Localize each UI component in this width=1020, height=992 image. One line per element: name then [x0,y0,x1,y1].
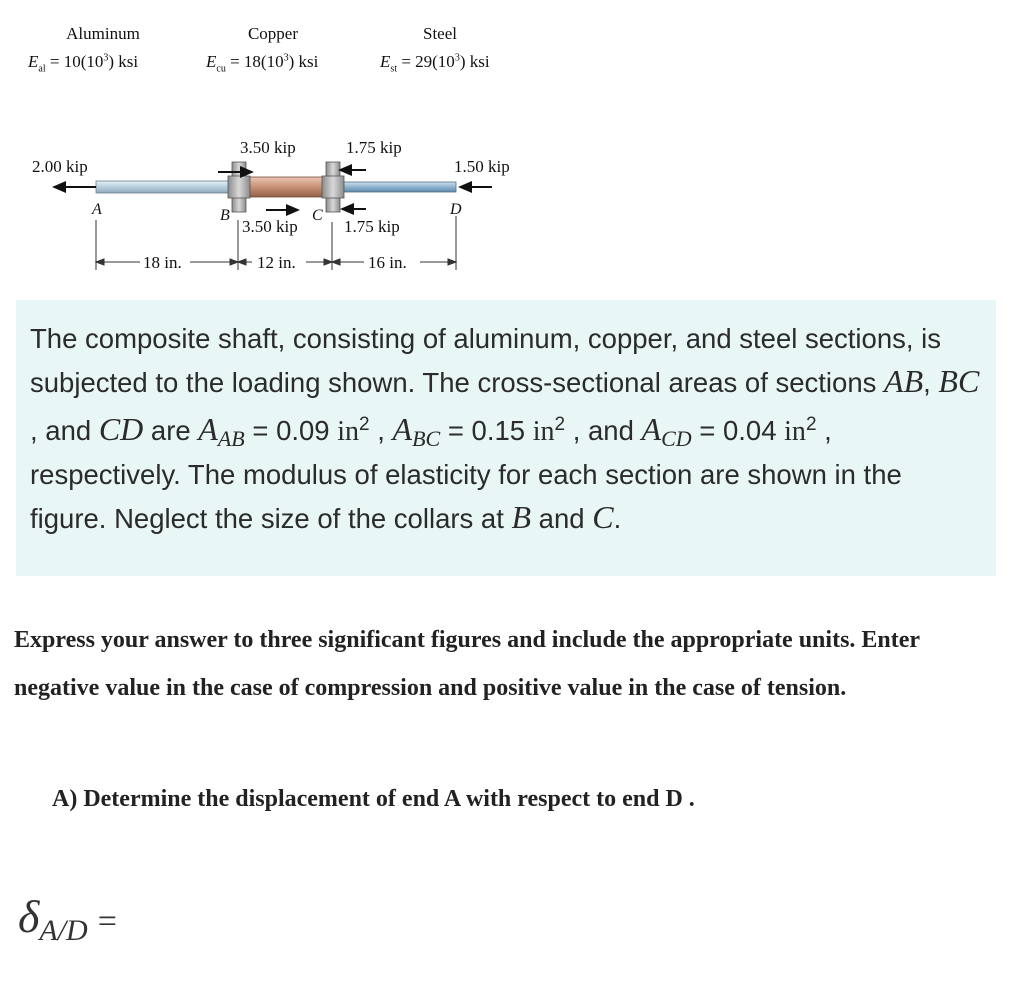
load-arrow-b-bottom [266,204,300,216]
load-arrow-c-bottom [340,203,366,215]
modulus-aluminum: Eal = 10(103) ksi [28,52,139,75]
modulus-steel: Est = 29(103) ksi [380,52,490,75]
load-label-b-bottom: 3.50 kip [242,217,298,236]
point-label-c: C [312,207,323,224]
part-a-question: A) Determine the displacement of end A w… [52,786,695,812]
point-label-b: B [220,207,230,224]
answer-row[interactable]: δA/D = [18,890,117,950]
dim-label-cd: 16 in. [368,253,407,272]
segment-cd-steel [339,181,457,193]
collar-c [321,161,345,213]
load-arrow-d [458,181,492,193]
material-name-aluminum: Aluminum [66,24,140,43]
problem-statement: The composite shaft, consisting of alumi… [30,323,980,536]
segment-bc-copper [245,176,329,198]
load-arrow-a [52,181,96,193]
point-label-d: D [449,201,462,218]
material-name-steel: Steel [423,24,457,43]
dim-label-bc: 12 in. [257,253,296,272]
shaft-figure: Aluminum Eal = 10(103) ksi Copper Ecu = … [0,0,560,290]
modulus-copper: Ecu = 18(103) ksi [206,52,319,75]
answer-symbol: δ [18,891,40,942]
answer-equals: = [97,903,117,940]
point-label-a: A [91,201,102,218]
dimension-lines [94,216,458,270]
dim-label-ab: 18 in. [143,253,182,272]
load-label-c-top: 1.75 kip [346,138,402,157]
load-arrow-c-top [338,164,366,176]
load-label-a: 2.00 kip [32,157,88,176]
answer-instructions: Express your answer to three significant… [14,627,920,701]
load-label-c-bottom: 1.75 kip [344,217,400,236]
problem-statement-box: The composite shaft, consisting of alumi… [16,300,996,576]
load-label-d: 1.50 kip [454,157,510,176]
load-label-b-top: 3.50 kip [240,138,296,157]
load-arrow-b-top [218,166,254,178]
shaft-drawing: 2.00 kip 3.50 kip 1.75 kip 1.50 kip 3.50… [32,138,510,272]
segment-ab-aluminum [95,180,237,194]
answer-subscript: A/D [39,914,88,947]
material-name-copper: Copper [247,24,299,43]
